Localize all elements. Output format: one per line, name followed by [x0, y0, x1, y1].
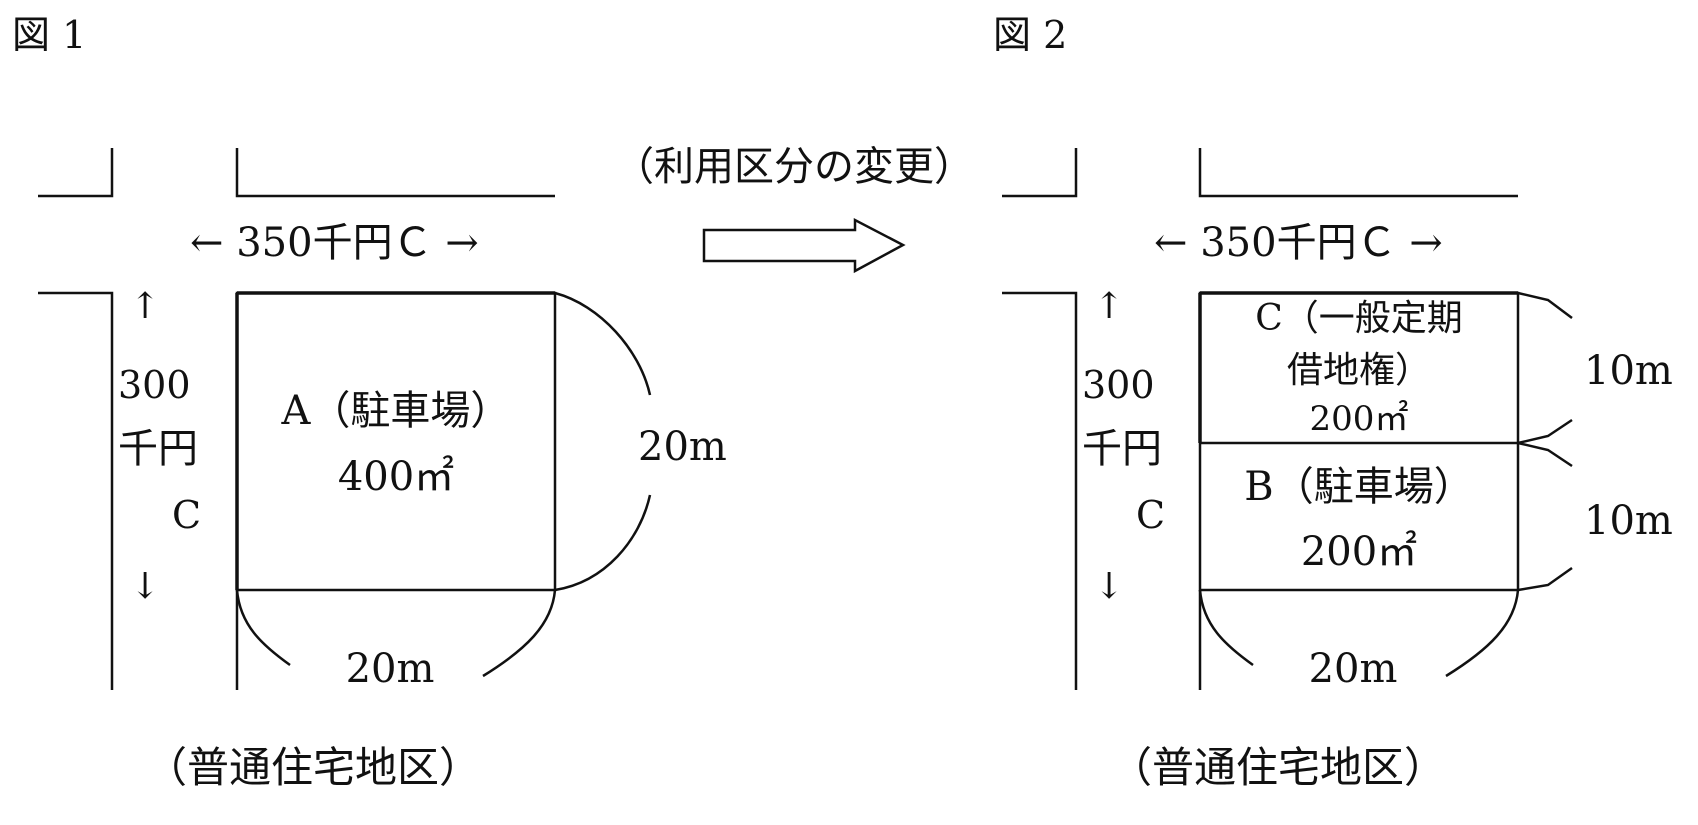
road-edge-left [38, 291, 114, 690]
road-price-left-arrow-up: ↑ [1094, 286, 1124, 327]
lot-c-area: 200㎡ [1310, 399, 1409, 439]
road-price-left-value: 300 [1082, 363, 1155, 407]
transition: （利用区分の変更） [614, 144, 974, 274]
figure-2: 図 2 ← 350千円Ｃ → ↑ 300 千円 C ↓ C（一般定期 借地権） … [993, 13, 1673, 792]
frontage-arc-right [1445, 589, 1520, 678]
depth-b-label: 10m [1584, 498, 1673, 544]
lot-b-label: B（駐車場） [1244, 464, 1473, 510]
district-label: （普通住宅地区） [145, 743, 481, 792]
road-price-left-value: 300 [118, 363, 191, 407]
lot-c-label-line1: C（一般定期 [1255, 298, 1463, 339]
road-price-left-unit: 千円 [1082, 426, 1162, 472]
road-price-left-unit: 千円 [118, 426, 198, 472]
road-edge-top-left [38, 148, 114, 198]
frontage-label: 20m [346, 646, 435, 692]
road-edge-top-left [1002, 148, 1078, 198]
road-edge-top-right [1198, 148, 1518, 198]
road-price-top: ← 350千円Ｃ → [1154, 220, 1443, 266]
road-price-top: ← 350千円Ｃ → [190, 220, 479, 266]
depth-c-label: 10m [1584, 348, 1673, 394]
figure-2-title: 図 2 [993, 13, 1067, 57]
frontage-arc-left [1198, 589, 1254, 667]
district-label: （普通住宅地区） [1110, 743, 1446, 792]
frontage-label: 20m [1309, 646, 1398, 692]
depth-label: 20m [638, 424, 727, 470]
road-edge-top-right [235, 148, 555, 198]
figure-1: 図 1 ← 350千円Ｃ → ↑ 300 千円 C ↓ A（駐車場） 400㎡ … [12, 13, 727, 792]
road-price-left-class: C [1136, 493, 1165, 537]
figure-1-title: 図 1 [12, 13, 86, 57]
transition-label: （利用区分の変更） [614, 144, 974, 190]
lot-a-outline [235, 291, 557, 592]
lot-b-area: 200㎡ [1301, 529, 1417, 575]
depth-divider-bracket [1517, 418, 1573, 468]
depth-b-bracket-bottom [1517, 566, 1573, 592]
frontage-arc-left [235, 589, 291, 667]
lot-a-label: A（駐車場） [281, 388, 511, 434]
depth-arc-bottom [554, 494, 652, 592]
road-price-left-arrow-down: ↓ [130, 566, 160, 607]
depth-arc-top [554, 291, 652, 396]
lot-c-label-line2: 借地権） [1287, 350, 1431, 391]
road-price-left-arrow-down: ↓ [1094, 566, 1124, 607]
road-edge-left [1002, 291, 1078, 690]
frontage-arc-right [482, 589, 557, 678]
right-arrow-icon [702, 217, 906, 274]
road-price-left-arrow-up: ↑ [130, 286, 160, 327]
road-price-left-class: C [172, 493, 201, 537]
lot-a-area: 400㎡ [338, 454, 454, 500]
depth-c-bracket-top [1517, 291, 1573, 319]
